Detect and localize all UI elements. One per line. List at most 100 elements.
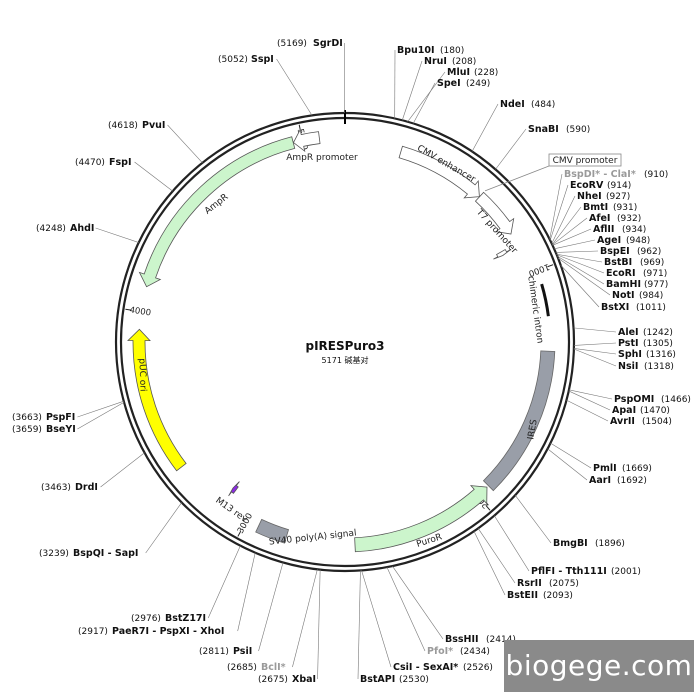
svg-text:(2075): (2075) bbox=[549, 579, 579, 589]
site-label-BclI[interactable]: (2685) BclI* bbox=[227, 662, 286, 673]
site-leader-line bbox=[514, 495, 552, 544]
site-label-XhoI[interactable]: (2917)PaeR7I - PspXI - XhoI bbox=[78, 626, 224, 637]
svg-text:(2917): (2917) bbox=[78, 627, 108, 637]
site-label-RsrII[interactable]: RsrII (2075) bbox=[517, 578, 579, 589]
svg-text:(1466): (1466) bbox=[661, 395, 691, 405]
site-label-BmtI[interactable]: BmtI(931) bbox=[583, 202, 637, 213]
site-label-PflFI[interactable]: PflFI - Tth111I(2001) bbox=[531, 566, 641, 577]
feature-sv40-poly-a-signal[interactable] bbox=[255, 518, 290, 544]
feature-m13-rev[interactable] bbox=[228, 481, 240, 497]
svg-text:BstAPI: BstAPI bbox=[360, 674, 395, 685]
site-label-BspDI-ClaI[interactable]: BspDI* - ClaI*(910) bbox=[564, 169, 668, 180]
site-label-SphI[interactable]: SphI(1316) bbox=[618, 349, 676, 360]
svg-text:AleI: AleI bbox=[618, 327, 639, 338]
site-label-PstI[interactable]: PstI(1305) bbox=[618, 338, 673, 349]
svg-text:PspFI: PspFI bbox=[46, 412, 75, 423]
feature-ampr[interactable] bbox=[138, 136, 296, 288]
svg-text:AvrII: AvrII bbox=[610, 416, 635, 427]
svg-text:(484): (484) bbox=[531, 100, 555, 110]
svg-text:(2685): (2685) bbox=[227, 663, 257, 673]
feature-t7-promoter[interactable] bbox=[493, 248, 512, 260]
site-label-BamHI[interactable]: BamHI(977) bbox=[606, 279, 668, 290]
site-label-ApaI[interactable]: ApaI(1470) bbox=[612, 405, 670, 416]
site-label-AflII[interactable]: AflII(934) bbox=[593, 224, 646, 235]
site-label-BspQI-SapI[interactable]: (3239)BspQI - SapI bbox=[39, 548, 138, 559]
site-label-PsiI[interactable]: (2811)PsiI bbox=[199, 646, 252, 657]
site-label-NsiI[interactable]: NsiI(1318) bbox=[618, 361, 674, 372]
site-label-PmlI[interactable]: PmlI(1669) bbox=[593, 463, 652, 474]
svg-text:BclI*: BclI* bbox=[261, 662, 286, 673]
svg-text:DrdI: DrdI bbox=[75, 482, 98, 493]
svg-text:SpeI: SpeI bbox=[437, 78, 461, 89]
svg-text:(1242): (1242) bbox=[643, 328, 673, 338]
svg-text:BseYI: BseYI bbox=[46, 424, 76, 435]
feature-chimeric-intron[interactable] bbox=[540, 283, 550, 317]
svg-text:RsrII: RsrII bbox=[517, 578, 542, 589]
site-label-PfoI[interactable]: PfoI*(2434) bbox=[427, 646, 490, 657]
feature-ampr-promoter[interactable] bbox=[292, 128, 321, 153]
site-label-AfeI[interactable]: AfeI(932) bbox=[589, 213, 641, 224]
feature-cmv-enhancer[interactable] bbox=[398, 145, 480, 199]
site-label-FspI[interactable]: (4470)FspI bbox=[75, 157, 131, 168]
svg-text:(2530): (2530) bbox=[399, 675, 429, 685]
site-label-SgrDI[interactable]: (5169)SgrDI bbox=[277, 38, 343, 49]
svg-text:(4618): (4618) bbox=[108, 121, 138, 131]
site-label-BseYI[interactable]: (3659)BseYI bbox=[12, 424, 76, 435]
site-label-AgeI[interactable]: AgeI(948) bbox=[597, 235, 650, 246]
site-label-PspFI[interactable]: (3663)PspFI bbox=[12, 412, 75, 423]
site-leader-line bbox=[407, 71, 446, 122]
svg-text:SphI: SphI bbox=[618, 349, 642, 360]
site-label-AarI[interactable]: AarI(1692) bbox=[589, 475, 647, 486]
svg-text:(1504): (1504) bbox=[642, 417, 672, 427]
svg-text:(3239): (3239) bbox=[39, 549, 69, 559]
site-label-SpeI[interactable]: SpeI(249) bbox=[437, 78, 490, 89]
site-label-SspI[interactable]: (5052)SspI bbox=[218, 54, 274, 65]
feature-label: IRES bbox=[526, 419, 539, 441]
site-leader-line bbox=[557, 256, 605, 285]
site-label-DrdI[interactable]: (3463)DrdI bbox=[41, 482, 98, 493]
svg-text:BstZ17I: BstZ17I bbox=[165, 613, 206, 624]
feature-cmv-promoter[interactable] bbox=[474, 191, 515, 235]
svg-text:SgrDI: SgrDI bbox=[313, 38, 343, 49]
site-label-NheI[interactable]: NheI(927) bbox=[577, 191, 630, 202]
svg-text:CsiI - SexAI*: CsiI - SexAI* bbox=[393, 662, 458, 673]
site-label-MluI[interactable]: MluI(228) bbox=[447, 67, 498, 78]
site-label-BmgBI[interactable]: BmgBI(1896) bbox=[553, 538, 625, 549]
site-label-NruI[interactable]: NruI(208) bbox=[424, 56, 476, 67]
site-label-BstAPI[interactable]: BstAPI (2530) bbox=[360, 674, 429, 685]
site-label-PspOMI[interactable]: PspOMI(1466) bbox=[614, 394, 691, 405]
feature-puc-ori[interactable] bbox=[127, 328, 187, 472]
svg-text:NruI: NruI bbox=[424, 56, 447, 67]
svg-text:(1318): (1318) bbox=[644, 362, 674, 372]
site-leader-line bbox=[100, 452, 145, 488]
site-leader-line bbox=[552, 228, 592, 246]
site-label-AvrII[interactable]: AvrII (1504) bbox=[610, 416, 672, 427]
scale-tick bbox=[547, 264, 554, 268]
feature-puror[interactable] bbox=[354, 485, 488, 553]
feature-ires[interactable] bbox=[482, 350, 556, 492]
site-label-PvuI[interactable]: (4618)PvuI bbox=[108, 120, 165, 131]
map-center-title: pIRESPuro3 5171 碱基对 bbox=[306, 339, 385, 365]
site-label-XbaI[interactable]: (2675)XbaI bbox=[258, 674, 316, 685]
site-label-BstZ17I[interactable]: (2976)BstZ17I bbox=[131, 613, 206, 624]
site-label-BstEII[interactable]: BstEII(2093) bbox=[507, 590, 573, 601]
site-label-BssHII[interactable]: BssHII(2414) bbox=[445, 634, 516, 645]
site-label-BstXI[interactable]: BstXI(1011) bbox=[601, 302, 666, 313]
svg-text:FspI: FspI bbox=[109, 157, 131, 168]
site-label-EcoRV[interactable]: EcoRV(914) bbox=[570, 180, 631, 191]
site-label-EcoRI[interactable]: EcoRI(971) bbox=[606, 268, 667, 279]
site-label-BspEI[interactable]: BspEI(962) bbox=[600, 246, 661, 257]
site-label-NotI[interactable]: NotI(984) bbox=[612, 290, 663, 301]
svg-text:BssHII: BssHII bbox=[445, 634, 479, 645]
site-label-SnaBI[interactable]: SnaBI(590) bbox=[528, 124, 590, 135]
site-label-AhdI[interactable]: (4248)AhdI bbox=[36, 223, 94, 234]
site-label-NdeI[interactable]: NdeI(484) bbox=[500, 99, 555, 110]
site-label-AleI[interactable]: AleI (1242) bbox=[618, 327, 673, 338]
site-label-BstBI[interactable]: BstBI(969) bbox=[604, 257, 664, 268]
site-label-CsiI-SexAI[interactable]: CsiI - SexAI*(2526) bbox=[393, 662, 493, 673]
svg-text:BmgBI: BmgBI bbox=[553, 538, 588, 549]
svg-text:(590): (590) bbox=[566, 125, 590, 135]
site-label-Bpu10I[interactable]: Bpu10I(180) bbox=[397, 45, 464, 56]
site-leader-line bbox=[551, 206, 582, 245]
site-leader-line bbox=[361, 570, 392, 668]
